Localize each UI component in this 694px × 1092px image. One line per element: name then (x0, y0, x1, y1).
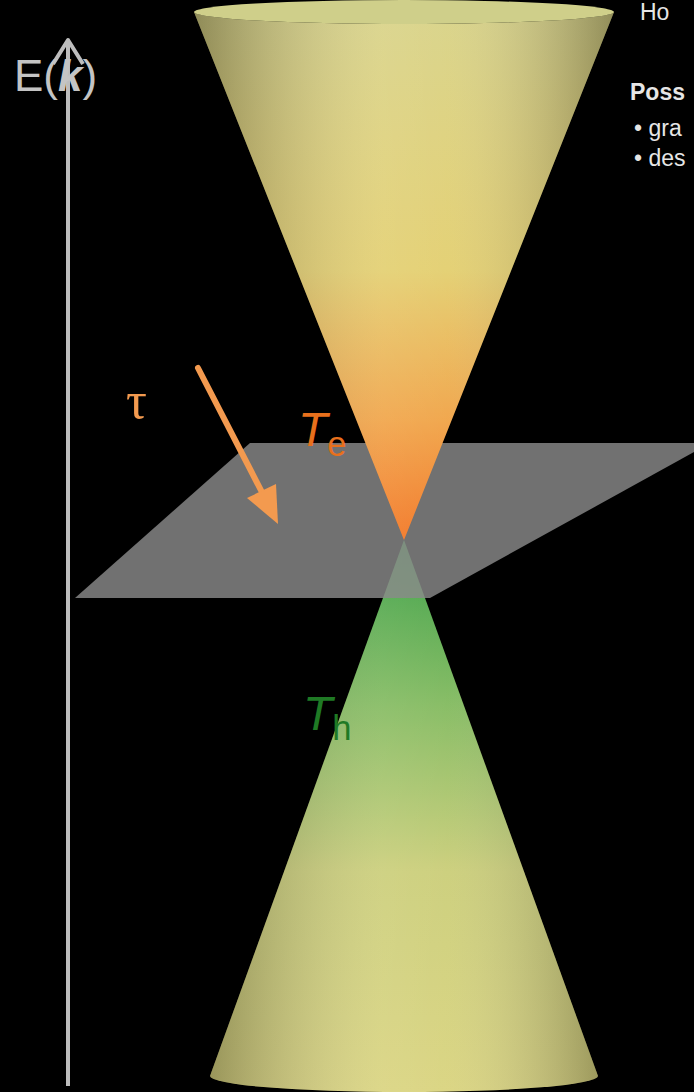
electron-temperature-label: Te (298, 404, 347, 463)
time-constant-label: τ (126, 372, 147, 429)
cut-heading-text: Ho (640, 0, 669, 25)
cut-heading-text: Poss (630, 80, 685, 105)
hole-temperature-label: Th (303, 688, 352, 747)
cut-bullet-text: • gra (634, 116, 682, 141)
energy-axis (66, 44, 70, 1086)
axis-label: E(k) (14, 52, 97, 100)
hole-cone (210, 540, 598, 1092)
electron-cone (194, 12, 614, 540)
relaxation-arrowhead (247, 484, 278, 524)
electron-cone-shade (194, 12, 614, 540)
relaxation-arrow (198, 368, 266, 500)
cut-bullet-text: • des (634, 146, 686, 171)
hole-cone-shade (210, 540, 598, 1092)
cone-top-rim (194, 0, 614, 24)
